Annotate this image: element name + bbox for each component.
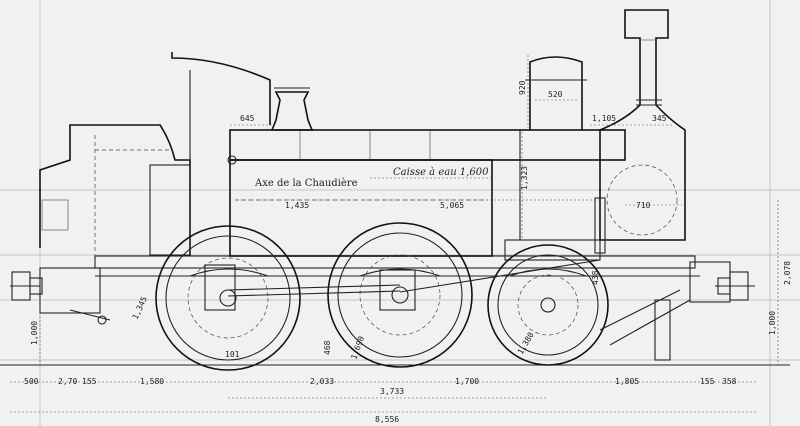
dim-155b: 155	[700, 377, 715, 386]
dim-2033: 2,033	[310, 377, 334, 386]
coupling-hook	[69, 309, 111, 325]
springs	[189, 268, 587, 277]
dim-155a: 155	[82, 377, 97, 386]
dim-1323: 1,323	[520, 166, 529, 190]
front-buffer	[715, 271, 755, 301]
dim-1345: 1,345	[131, 295, 149, 321]
dim-438: 438	[591, 270, 600, 285]
wheel-front	[487, 244, 609, 366]
dim-345: 345	[652, 114, 667, 123]
dim-1580: 1,580	[140, 377, 164, 386]
coupling-rods	[204, 259, 601, 311]
dim-8556: 8,556	[375, 415, 399, 424]
dim-1000-right: 1,000	[768, 311, 777, 335]
dim-1435: 1,435	[285, 201, 309, 210]
smokebox	[599, 9, 686, 241]
water-tank-label: Caisse à eau 1,600	[393, 167, 489, 178]
dim-520: 520	[548, 90, 563, 99]
rear-buffer	[10, 271, 43, 301]
dim-920: 920	[518, 80, 527, 95]
steam-dome	[519, 56, 587, 240]
front-truck	[599, 289, 691, 361]
dim-3733: 3,733	[380, 387, 404, 396]
safety-valve	[270, 87, 314, 131]
cylinder	[504, 197, 606, 261]
boiler-axis-label: Axe de la Chaudière	[254, 178, 358, 189]
dim-468: 468	[323, 340, 332, 355]
dim-1700: 1,700	[455, 377, 479, 386]
dim-500: 500	[24, 377, 39, 386]
boiler	[229, 129, 626, 161]
dim-1805: 1,805	[615, 377, 639, 386]
dim-1000-left: 1,000	[30, 321, 39, 345]
vertical-dimension-lines	[39, 55, 779, 365]
cab	[39, 52, 271, 256]
horizontal-dimension-lines	[10, 99, 758, 413]
dim-1105: 1,105	[592, 114, 616, 123]
dim-270: 2,70	[58, 377, 77, 386]
dim-358: 358	[722, 377, 737, 386]
dim-5065: 5,065	[440, 201, 464, 210]
dim-2078: 2,078	[783, 261, 792, 285]
dim-645: 645	[240, 114, 255, 123]
wheel-middle	[327, 222, 473, 368]
dim-101: 101	[225, 350, 240, 359]
dim-710: 710	[636, 201, 651, 210]
wheel-rear	[155, 225, 301, 371]
